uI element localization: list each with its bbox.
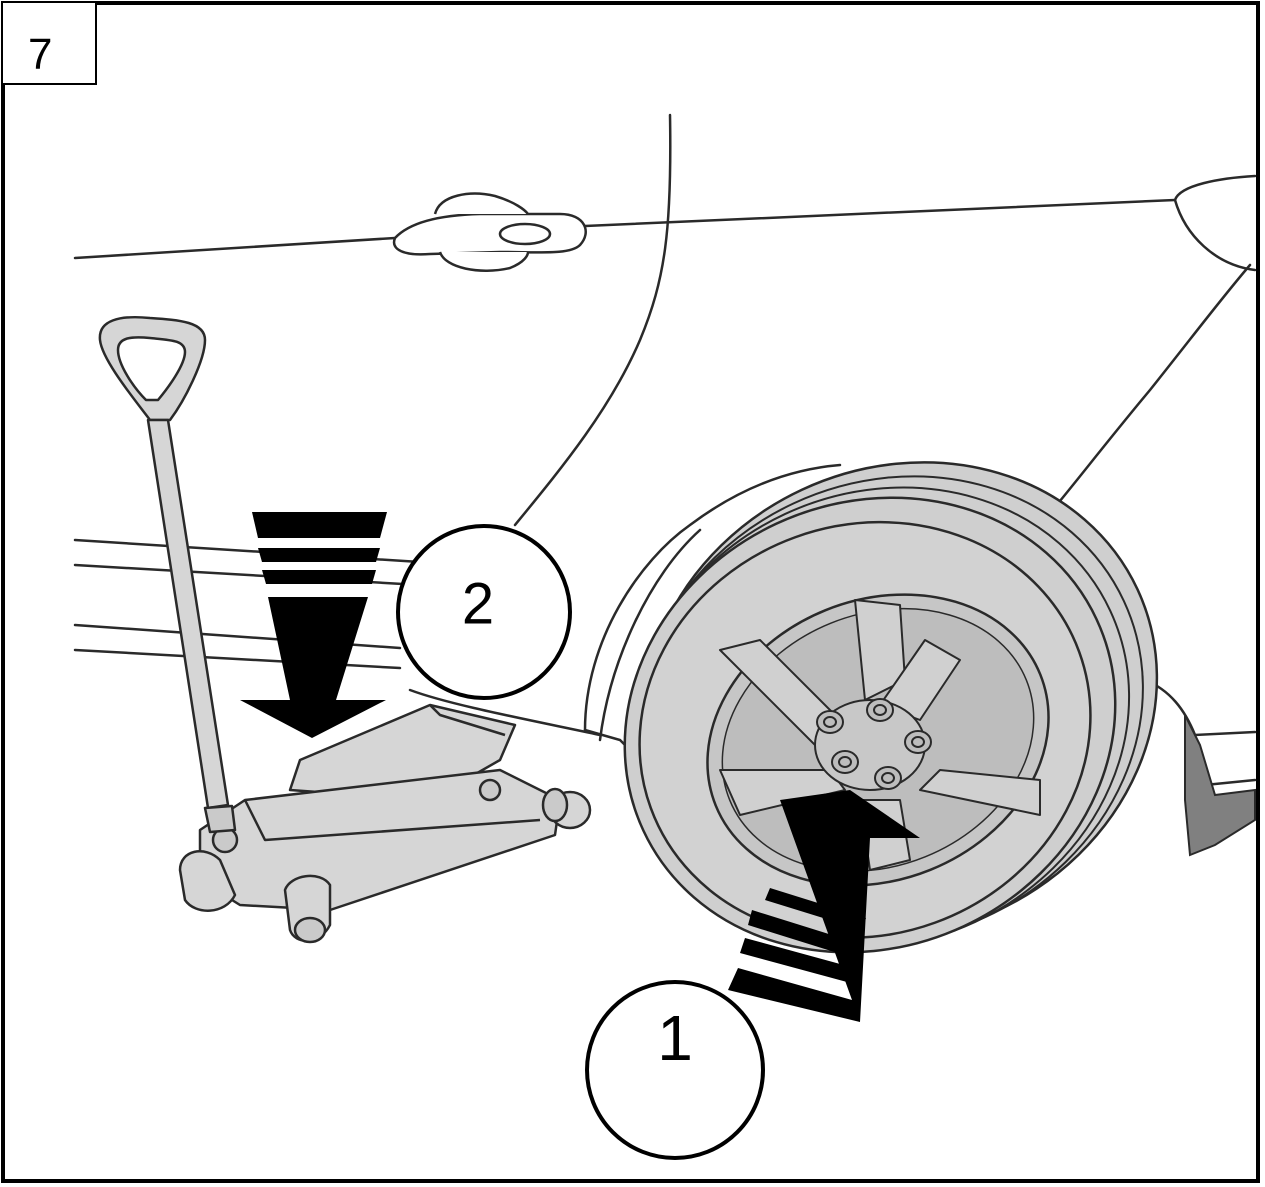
callout-1-circle [585,980,765,1160]
wheel [623,461,1159,954]
floor-jack [98,316,592,944]
callout-1-label: 1 [657,1002,693,1074]
callout-2-circle [396,524,572,700]
step-number: 7 [28,30,53,79]
arrow-1 [728,790,920,1022]
step-number-box: 7 [3,3,97,85]
callout-2-label: 2 [462,571,494,636]
arrow-2 [240,512,387,738]
door-handle [392,192,587,272]
mud-flap [1184,714,1256,857]
